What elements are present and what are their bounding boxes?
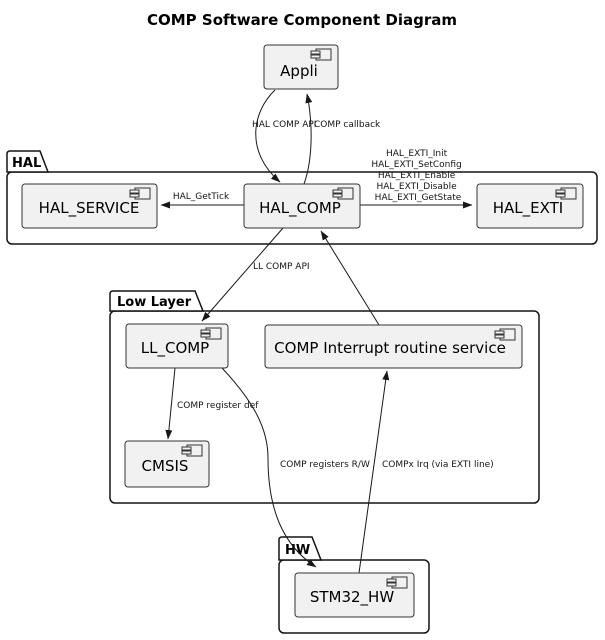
package-hal-label: HAL (12, 156, 41, 171)
component-label: STM32_HW (310, 588, 394, 607)
hal-comp-component: HAL_COMP (243, 183, 361, 229)
edge-halcomp-to-llcomp (201, 227, 284, 322)
component-label: CMSIS (142, 457, 189, 475)
comp-interrupt-service-component: COMP Interrupt routine service (264, 324, 523, 369)
component-icon (200, 327, 222, 340)
component-label: HAL_EXTI (493, 199, 563, 218)
component-icon (310, 48, 332, 61)
edge-label-compx-irq: COMPx Irq (via EXTI line) (382, 460, 494, 470)
edge-label-ll-comp-api: LL COMP API (253, 262, 310, 272)
stm32-hw-component: STM32_HW (294, 572, 415, 618)
component-icon (332, 187, 354, 200)
package-hw-label: HW (285, 543, 310, 558)
package-hal-tab (6, 150, 50, 173)
edge-llcomp-to-cmsis (165, 367, 176, 440)
hal-exti-component: HAL_EXTI (476, 183, 584, 229)
edge-label-hal-gettick: HAL_GetTick (173, 192, 230, 202)
component-box (294, 572, 415, 618)
component-box (243, 183, 361, 229)
edge-label-comp-register-def: COMP register def (177, 401, 259, 411)
hal-service-component: HAL_SERVICE (21, 183, 158, 229)
edge-label-line: HAL_EXTI_Disable (376, 182, 457, 192)
edge-label-line: HAL_EXTI_GetState (375, 193, 462, 203)
component-label: HAL_COMP (259, 199, 341, 218)
component-label: HAL_SERVICE (39, 199, 140, 218)
component-icon (181, 444, 203, 457)
component-icon (555, 187, 577, 200)
component-icon (386, 576, 408, 589)
component-label: LL_COMP (141, 339, 209, 358)
edge-label-line: HAL_EXTI_SetConfig (371, 160, 461, 170)
component-label: Appli (280, 62, 318, 80)
appli-component: Appli (263, 44, 339, 90)
component-icon (129, 187, 151, 200)
edge-label-line: HAL_EXTI_Enable (378, 171, 456, 181)
edge-halcomp-to-appli (303, 93, 313, 185)
package-low-layer-label: Low Layer (117, 295, 192, 310)
diagram-title: COMP Software Component Diagram (147, 11, 457, 29)
edge-label-comp-callback: COMP callback (314, 120, 381, 130)
edge-label-hal-comp-api: HAL COMP API (252, 120, 316, 130)
component-label: COMP Interrupt routine service (274, 339, 506, 357)
edge-llcomp-to-stm32 (221, 367, 317, 568)
package-hw-tab (278, 536, 323, 561)
edge-appli-to-halcomp (255, 89, 281, 183)
edge-label-hal-exti-calls: HAL_EXTI_Init HAL_EXTI_SetConfig HAL_EXT… (371, 149, 464, 203)
component-box (264, 324, 523, 369)
component-box (21, 183, 158, 229)
edge-label-line: HAL_EXTI_Init (386, 149, 448, 159)
edge-label-comp-registers-rw: COMP registers R/W (280, 460, 370, 470)
cmsis-component: CMSIS (124, 440, 210, 488)
edge-service-to-halcomp (320, 230, 380, 326)
package-low-layer-tab (109, 290, 205, 312)
ll-comp-component: LL_COMP (125, 323, 229, 369)
edge-stm32-to-service (358, 370, 390, 574)
